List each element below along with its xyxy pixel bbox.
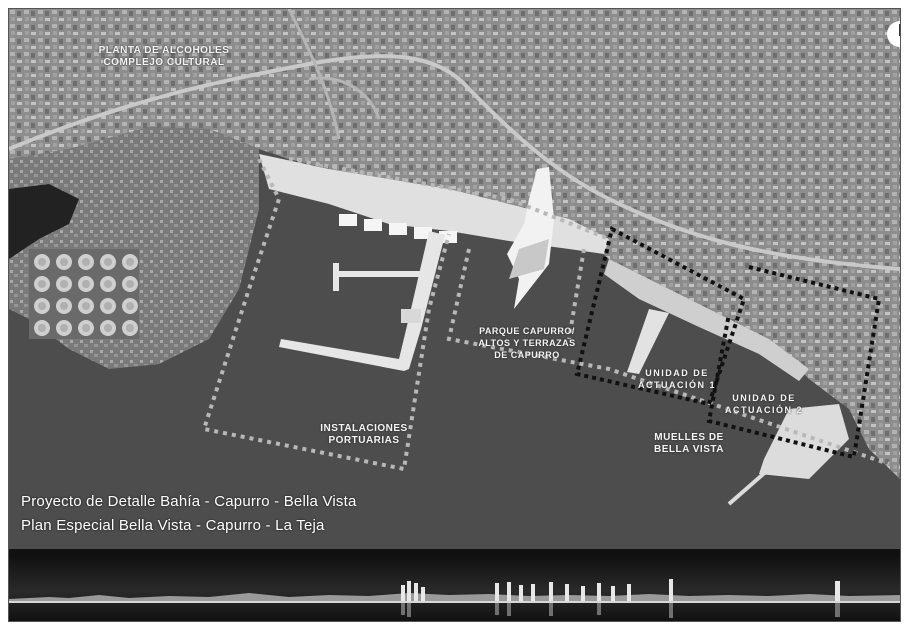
inlet-water [9,184,79,259]
light-boundaries [201,157,890,472]
label-parque-line3: DE CAPURRO [494,350,560,360]
aerial-map [9,9,900,549]
bella-vista-pier [627,309,669,374]
bella-vista-muelle [759,404,849,479]
label-planta-line1: PLANTA DE ALCOHOLES [98,45,230,56]
label-unidad1-line2: ACTUACIÓN 1 [637,380,716,390]
caption-plan-especial: Plan Especial Bella Vista - Capurro - La… [21,517,325,534]
label-parque-capurro: PARQUE CAPURRO/ ALTOS Y TERRAZAS DE CAPU… [467,325,587,361]
promenade-east [604,259,809,381]
label-instalaciones-portuarias: INSTALACIONES PORTUARIAS [309,423,419,447]
port-pier [279,231,445,371]
dark-boundaries [574,226,882,460]
label-unidad2-line2: ACTUACIÓN 2 [724,405,803,415]
label-muelles-line2: BELLA VISTA [654,444,724,455]
label-instalaciones-line2: PORTUARIAS [328,435,400,446]
map-frame: PLANTA DE ALCOHOLES COMPLEJO CULTURAL PA… [8,8,901,622]
label-parque-line2: ALTOS Y TERRAZAS [478,338,576,348]
fuel-tanks [29,249,139,339]
label-parque-line1: PARQUE CAPURRO/ [479,326,575,336]
label-unidad2-line1: UNIDAD DE [732,393,796,403]
label-muelles-line1: MUELLES DE [654,432,724,443]
city-land [9,9,900,479]
highway [9,54,900,271]
caption-proyecto: Proyecto de Detalle Bahía - Capurro - Be… [21,493,357,510]
label-instalaciones-line1: INSTALACIONES [320,423,408,434]
skyline-elevation [9,579,900,618]
label-muelles-bella-vista: MUELLES DE BELLA VISTA [639,432,739,456]
label-unidad1-line1: UNIDAD DE [645,368,709,378]
highway-2 [287,9,381,140]
label-planta-alcoholes: PLANTA DE ALCOHOLES COMPLEJO CULTURAL [89,45,239,69]
label-planta-line2: COMPLEJO CULTURAL [103,57,225,68]
label-unidad-actuacion-1: UNIDAD DE ACTUACIÓN 1 [627,367,727,391]
label-unidad-actuacion-2: UNIDAD DE ACTUACIÓN 2 [714,392,814,416]
skyline-elevation-panel [9,555,900,621]
divider [9,549,900,555]
north-arrow-icon [887,21,900,47]
tower-bars [401,579,840,601]
